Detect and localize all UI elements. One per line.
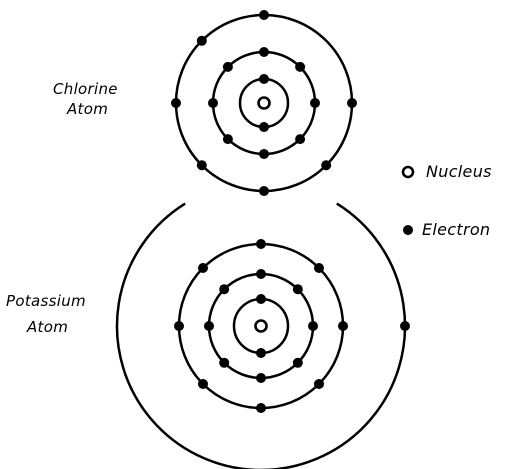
electron-legend-label: Electron: [422, 220, 490, 239]
potassium-electron-shell3-4: [314, 379, 324, 389]
chlorine-electron-shell1-2: [259, 122, 269, 132]
potassium-electron-shell2-7: [204, 321, 214, 331]
chlorine-electron-shell2-1: [259, 47, 269, 57]
nucleus-legend-label: Nucleus: [426, 162, 492, 181]
potassium-electron-shell3-2: [314, 263, 324, 273]
potassium-electron-shell2-6: [219, 357, 230, 368]
potassium-electron-shell1-2: [256, 348, 266, 358]
chlorine-electron-shell3-5: [196, 160, 207, 171]
potassium-electron-shell3-8: [198, 263, 208, 273]
chlorine-electron-shell2-8: [222, 61, 233, 72]
chlorine-electron-shell3-1: [259, 10, 269, 20]
chlorine-label-line1: Chlorine: [53, 80, 118, 98]
potassium-label-line2: Atom: [26, 318, 68, 336]
potassium-electron-shell2-1: [256, 269, 266, 279]
chlorine-electron-shell3-6: [171, 98, 181, 108]
potassium-electron-shell3-5: [256, 403, 266, 413]
potassium-electron-shell2-3: [308, 321, 318, 331]
chlorine-electron-shell2-7: [208, 98, 218, 108]
chlorine-electron-shell2-2: [295, 61, 306, 72]
electron-legend-icon: [403, 225, 413, 235]
chlorine-electron-shell2-5: [259, 149, 269, 159]
potassium-electron-shell3-7: [174, 321, 184, 331]
potassium-shell-4: [115, 202, 407, 469]
chlorine-electron-shell3-2: [347, 98, 357, 108]
chlorine-nucleus: [257, 96, 271, 110]
potassium-electron-shell2-5: [256, 373, 266, 383]
chlorine-electron-shell1-1: [259, 74, 269, 84]
chlorine-electron-shell3-7: [196, 35, 207, 46]
nucleus-legend-icon: [401, 165, 415, 179]
potassium-electron-shell2-4: [292, 357, 303, 368]
chlorine-electron-shell2-3: [310, 98, 320, 108]
chlorine-electron-shell3-4: [259, 186, 269, 196]
chlorine-atom: [171, 10, 357, 196]
potassium-electron-shell3-3: [338, 321, 348, 331]
chlorine-label-line2: Atom: [66, 100, 108, 118]
potassium-atom: [115, 202, 410, 469]
legend: Nucleus Electron: [401, 162, 492, 239]
chlorine-electron-shell2-6: [222, 134, 233, 145]
chlorine-electron-shell3-3: [321, 160, 332, 171]
potassium-label-line1: Potassium: [6, 292, 86, 310]
potassium-electron-shell3-6: [198, 379, 208, 389]
potassium-electron-shell1-1: [256, 294, 266, 304]
potassium-electron-shell3-1: [256, 239, 266, 249]
potassium-electron-shell4-1: [400, 321, 410, 331]
chlorine-electron-shell2-4: [295, 134, 306, 145]
potassium-nucleus: [254, 319, 268, 333]
potassium-electron-shell2-8: [219, 284, 230, 295]
potassium-electron-shell2-2: [292, 284, 303, 295]
